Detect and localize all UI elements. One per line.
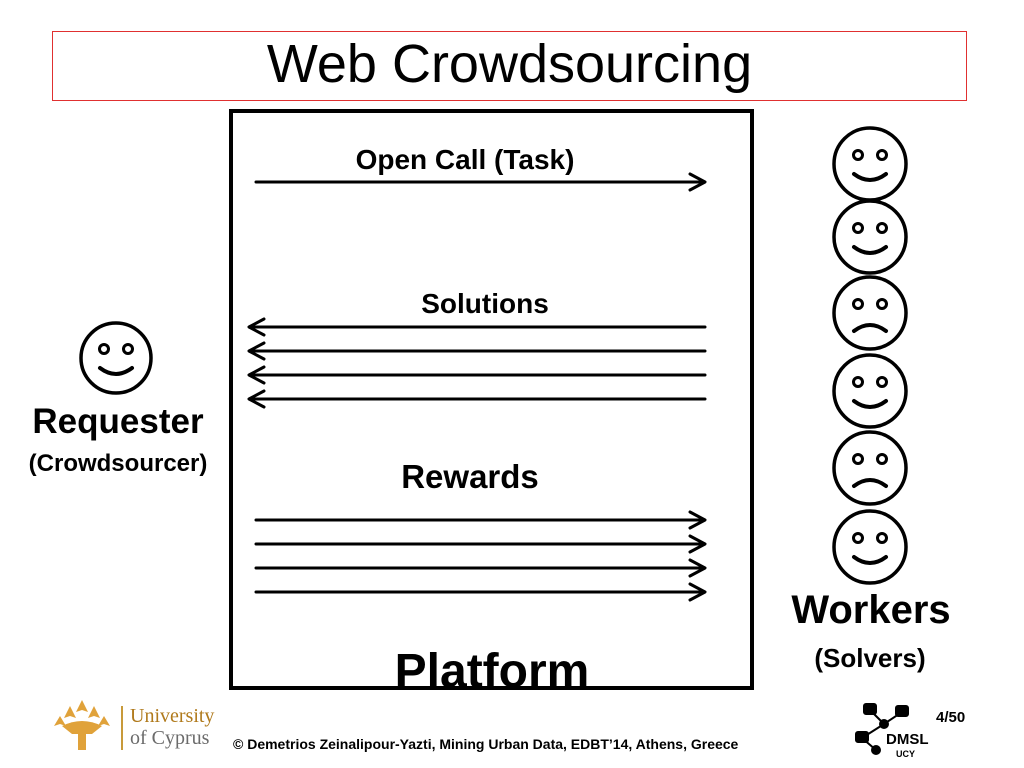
requester-label: Requester [32, 402, 204, 441]
rewards-label: Rewards [401, 458, 539, 495]
open-call-label: Open Call (Task) [355, 144, 575, 175]
worker-sad-face-icon [832, 275, 908, 351]
solution-arrow [247, 365, 707, 385]
worker-happy-face-icon [832, 199, 908, 275]
university-wordmark: University of Cyprus [130, 705, 214, 749]
dmsl-logo-text: DMSL [886, 731, 929, 748]
reward-arrow [254, 510, 707, 530]
university-line1: University [130, 705, 215, 727]
platform-box [229, 109, 754, 690]
requester-happy-face-icon [79, 321, 153, 395]
requester-sublabel: (Crowdsourcer) [28, 450, 208, 477]
solution-arrow [247, 317, 707, 337]
worker-sad-face-icon [832, 430, 908, 506]
solutions-label: Solutions [421, 288, 549, 319]
workers-sublabel: (Solvers) [814, 643, 926, 673]
logo-divider [121, 706, 123, 750]
reward-arrow [254, 558, 707, 578]
worker-happy-face-icon [832, 353, 908, 429]
page-number: 4/50 [936, 709, 966, 726]
slide-title: Web Crowdsourcing [266, 34, 753, 94]
worker-happy-face-icon [832, 126, 908, 202]
worker-happy-face-icon [832, 509, 908, 585]
solution-arrow [247, 389, 707, 409]
solution-arrow [247, 341, 707, 361]
university-line2: of Cyprus [130, 727, 210, 749]
university-of-cyprus-logo-icon [54, 700, 110, 750]
reward-arrow [254, 582, 707, 602]
dmsl-logo-subtext: UCY [896, 749, 915, 759]
reward-arrow [254, 534, 707, 554]
slide-title-box: Web Crowdsourcing [52, 31, 967, 101]
dmsl-lab-logo-icon: DMSL UCY [855, 703, 929, 759]
platform-label: Platform [394, 645, 590, 698]
open-call-arrow [254, 172, 707, 192]
workers-label: Workers [791, 588, 951, 632]
footer-credit: © Demetrios Zeinalipour-Yazti, Mining Ur… [233, 736, 739, 752]
